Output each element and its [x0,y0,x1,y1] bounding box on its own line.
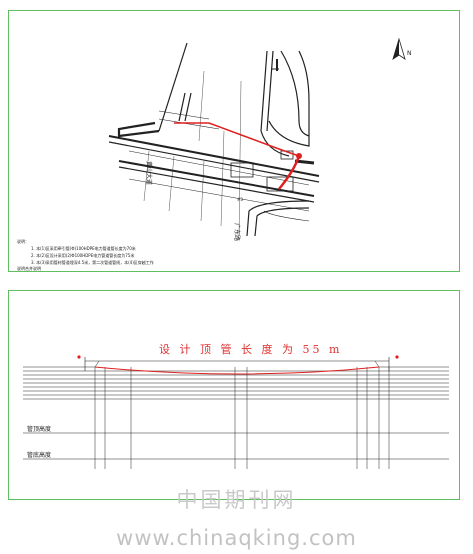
pipe-bottom-label: 管底高度 [27,451,51,459]
note-2: 2. 本(2)区设计采用(2)Φ100HDPE电力管道管长度为75米 [31,252,134,258]
profile-view-panel: 设 计 顶 管 长 度 为 55 m [8,290,460,500]
pipe-profile [94,366,380,375]
end-marker-icon [395,355,399,359]
note-1: 1. 本(1)区采用牵引管(Φ)100HDPE电力管道管长度为70米 [31,245,136,251]
section-title: 说明合并说明 [17,265,41,271]
watermark-url: www.chinaqking.com [116,526,357,550]
watermark-chinese: 中国期刊网 [176,488,297,512]
plan-view-panel: N [8,10,460,272]
pipe-route [174,122,302,190]
point-label: #3 [237,197,243,202]
road-label-guangdong: 广东路 [233,223,241,241]
start-marker-icon [77,355,81,359]
pipe-top-label: 管顶高度 [27,425,51,433]
ground-layers [23,360,449,469]
profile-title: 设 计 顶 管 长 度 为 55 m [159,342,342,356]
road-label-huangshan: 黄山大道 [145,161,153,185]
plan-drawing: N [17,37,412,271]
dimension-line [84,357,390,371]
note-3: 3. 本(3)采用管材管道埋深4.5米，第二次管道管线，本(4)区穿越工作 [31,259,154,265]
notes-title: 说明： [17,238,29,244]
north-arrow-icon [392,37,406,60]
road-network [108,42,320,237]
profile-drawing: 设 计 顶 管 长 度 为 55 m [23,342,449,469]
north-label: N [407,50,412,57]
